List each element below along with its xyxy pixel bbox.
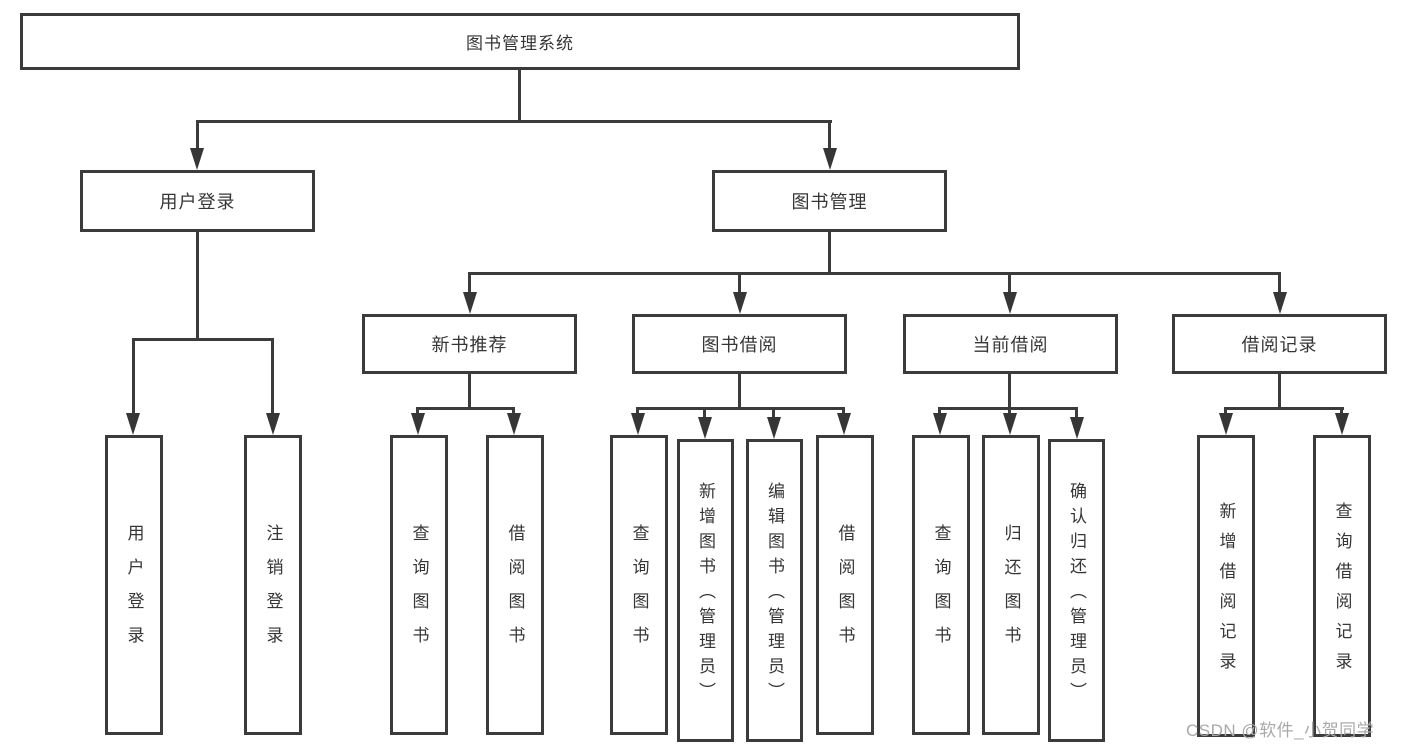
node-label: 用户登录 (124, 524, 144, 660)
node-label: 借阅图书 (505, 524, 525, 660)
watermark: CSDN @软件_小贺同学 (1186, 721, 1375, 740)
arrow-down (1003, 292, 1017, 314)
connector-line (738, 272, 741, 294)
arrow-down (266, 413, 280, 435)
node-book-borrowing: 图书借阅 (632, 314, 847, 374)
node-label: 图书借阅 (701, 335, 778, 355)
connector-line (468, 272, 1281, 275)
arrow-down (1003, 413, 1017, 435)
connector-line (468, 374, 471, 407)
node-book-management: 图书管理 (712, 170, 947, 232)
arrow-down (1070, 417, 1084, 439)
connector-line (1340, 407, 1343, 416)
arrow-down (126, 413, 140, 435)
connector-line (828, 120, 831, 150)
node-label: 图书管理系统 (466, 34, 574, 53)
node-leaf-return-book: 归还图书 (982, 435, 1040, 735)
connector-line (196, 120, 199, 150)
node-current-borrowing: 当前借阅 (903, 314, 1118, 374)
arrow-down (411, 413, 425, 435)
arrow-down (1335, 413, 1349, 435)
connector-line (1008, 272, 1011, 294)
node-label: 确认归还（管理员） (1067, 481, 1086, 707)
node-label: 新增借阅记录 (1216, 501, 1236, 682)
connector-line (512, 407, 515, 416)
node-new-book-recommendation: 新书推荐 (362, 314, 577, 374)
arrow-down (1219, 413, 1233, 435)
arrow-down (463, 292, 477, 314)
arrow-down (823, 148, 837, 170)
node-leaf-borrow-books-borrow: 借阅图书 (816, 435, 874, 735)
node-leaf-query-books-current: 查询图书 (912, 435, 970, 735)
connector-line (1075, 407, 1078, 420)
connector-line (1224, 407, 1344, 410)
arrow-down (933, 413, 947, 435)
arrow-down (1273, 292, 1287, 314)
node-label: 查询图书 (409, 524, 429, 660)
node-leaf-add-borrow-record: 新增借阅记录 (1197, 435, 1255, 737)
node-label: 当前借阅 (972, 335, 1049, 355)
connector-line (1008, 374, 1011, 407)
connector-line (1224, 407, 1227, 416)
node-leaf-query-books-recommend: 查询图书 (390, 435, 448, 735)
arrow-down (190, 148, 204, 170)
node-label: 注销登录 (263, 524, 283, 660)
connector-line (132, 338, 135, 415)
connector-line (636, 407, 845, 410)
connector-line (636, 407, 639, 416)
arrow-down (733, 292, 747, 314)
node-label: 编辑图书（管理员） (765, 481, 784, 707)
connector-line (196, 232, 199, 338)
connector-line (1008, 407, 1011, 416)
arrow-down (507, 413, 521, 435)
node-label: 新书推荐 (431, 335, 508, 355)
arrow-down (767, 417, 781, 439)
connector-line (938, 407, 941, 416)
connector-line (703, 407, 706, 420)
node-label: 查询图书 (931, 524, 951, 660)
node-label: 用户登录 (159, 192, 236, 212)
connector-line (416, 407, 515, 410)
arrow-down (698, 417, 712, 439)
node-leaf-add-book-admin: 新增图书（管理员） (677, 439, 734, 742)
connector-line (416, 407, 419, 416)
arrow-down (837, 413, 851, 435)
node-leaf-confirm-return-admin: 确认归还（管理员） (1048, 439, 1105, 742)
arrow-down (631, 413, 645, 435)
node-leaf-query-borrow-record: 查询借阅记录 (1313, 435, 1371, 737)
node-label: 借阅图书 (835, 524, 855, 660)
connector-line (738, 374, 741, 407)
connector-line (1278, 272, 1281, 294)
node-leaf-borrow-books-recommend: 借阅图书 (486, 435, 544, 735)
connector-line (842, 407, 845, 416)
node-leaf-user-login: 用户登录 (105, 435, 163, 735)
connector-line (1278, 374, 1281, 407)
node-user-login: 用户登录 (80, 170, 315, 232)
connector-line (772, 407, 775, 420)
connector-line (828, 232, 831, 272)
node-leaf-logout-login: 注销登录 (244, 435, 302, 735)
node-library-management-system: 图书管理系统 (20, 13, 1020, 70)
node-leaf-query-books-borrow: 查询图书 (610, 435, 668, 735)
node-label: 新增图书（管理员） (696, 481, 715, 707)
connector-line (132, 338, 274, 341)
connector-line (518, 70, 521, 120)
node-leaf-edit-book-admin: 编辑图书（管理员） (746, 439, 803, 742)
node-label: 图书管理 (791, 192, 868, 212)
node-label: 借阅记录 (1241, 335, 1318, 355)
node-borrowing-records: 借阅记录 (1172, 314, 1387, 374)
node-label: 归还图书 (1001, 524, 1021, 660)
node-label: 查询借阅记录 (1332, 501, 1352, 682)
node-label: 查询图书 (629, 524, 649, 660)
connector-line (468, 272, 471, 294)
connector-line (271, 338, 274, 415)
connector-line (196, 120, 832, 123)
